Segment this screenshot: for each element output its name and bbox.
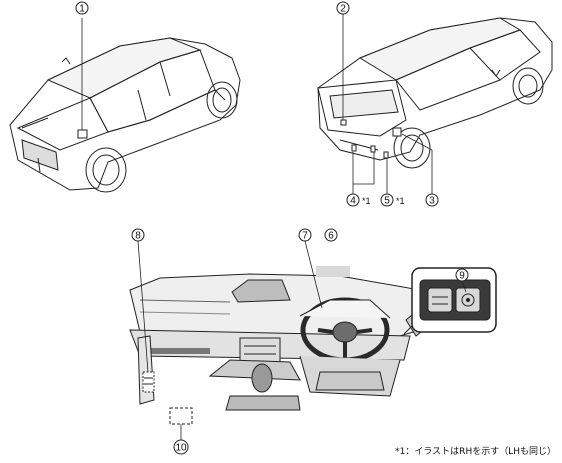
svg-text:1: 1 — [79, 4, 85, 15]
callout-5: 5 *1 — [380, 158, 405, 207]
svg-text:8: 8 — [135, 231, 141, 242]
component-10-location — [169, 407, 193, 425]
dashboard-illustration — [129, 273, 439, 411]
rear-car-illustration — [317, 17, 553, 169]
callout-10: 10 — [173, 424, 189, 455]
svg-text:3: 3 — [429, 196, 435, 207]
callout-7: 7 — [298, 228, 323, 309]
svg-text:*1: *1 — [396, 196, 405, 206]
svg-text:*1: *1 — [362, 196, 371, 206]
svg-text:7: 7 — [302, 231, 308, 242]
component-8-connector — [142, 371, 155, 393]
callout-8: 8 — [131, 228, 149, 373]
illustration-footnote: *1：イラストはRHを示す（LHも同じ） — [395, 447, 556, 457]
rear-sensor-markers — [340, 119, 402, 159]
callout-3: 3 — [401, 133, 439, 207]
switch-panel-inset — [403, 267, 497, 335]
callout-9: 9 — [455, 268, 469, 293]
front-sensor-marker — [77, 18, 88, 139]
svg-text:2: 2 — [340, 4, 346, 15]
callout-1: 1 — [75, 1, 89, 15]
callout-2: 2 — [336, 1, 350, 120]
front-car-illustration — [9, 37, 241, 193]
svg-text:5: 5 — [384, 196, 390, 207]
svg-text:4: 4 — [350, 196, 356, 207]
svg-text:6: 6 — [328, 231, 334, 242]
component-6-indicator — [316, 266, 350, 277]
svg-text:9: 9 — [459, 271, 465, 282]
callout-6: 6 — [324, 228, 338, 242]
callout-4: 4 *1 — [346, 152, 375, 207]
svg-text:10: 10 — [175, 443, 187, 454]
